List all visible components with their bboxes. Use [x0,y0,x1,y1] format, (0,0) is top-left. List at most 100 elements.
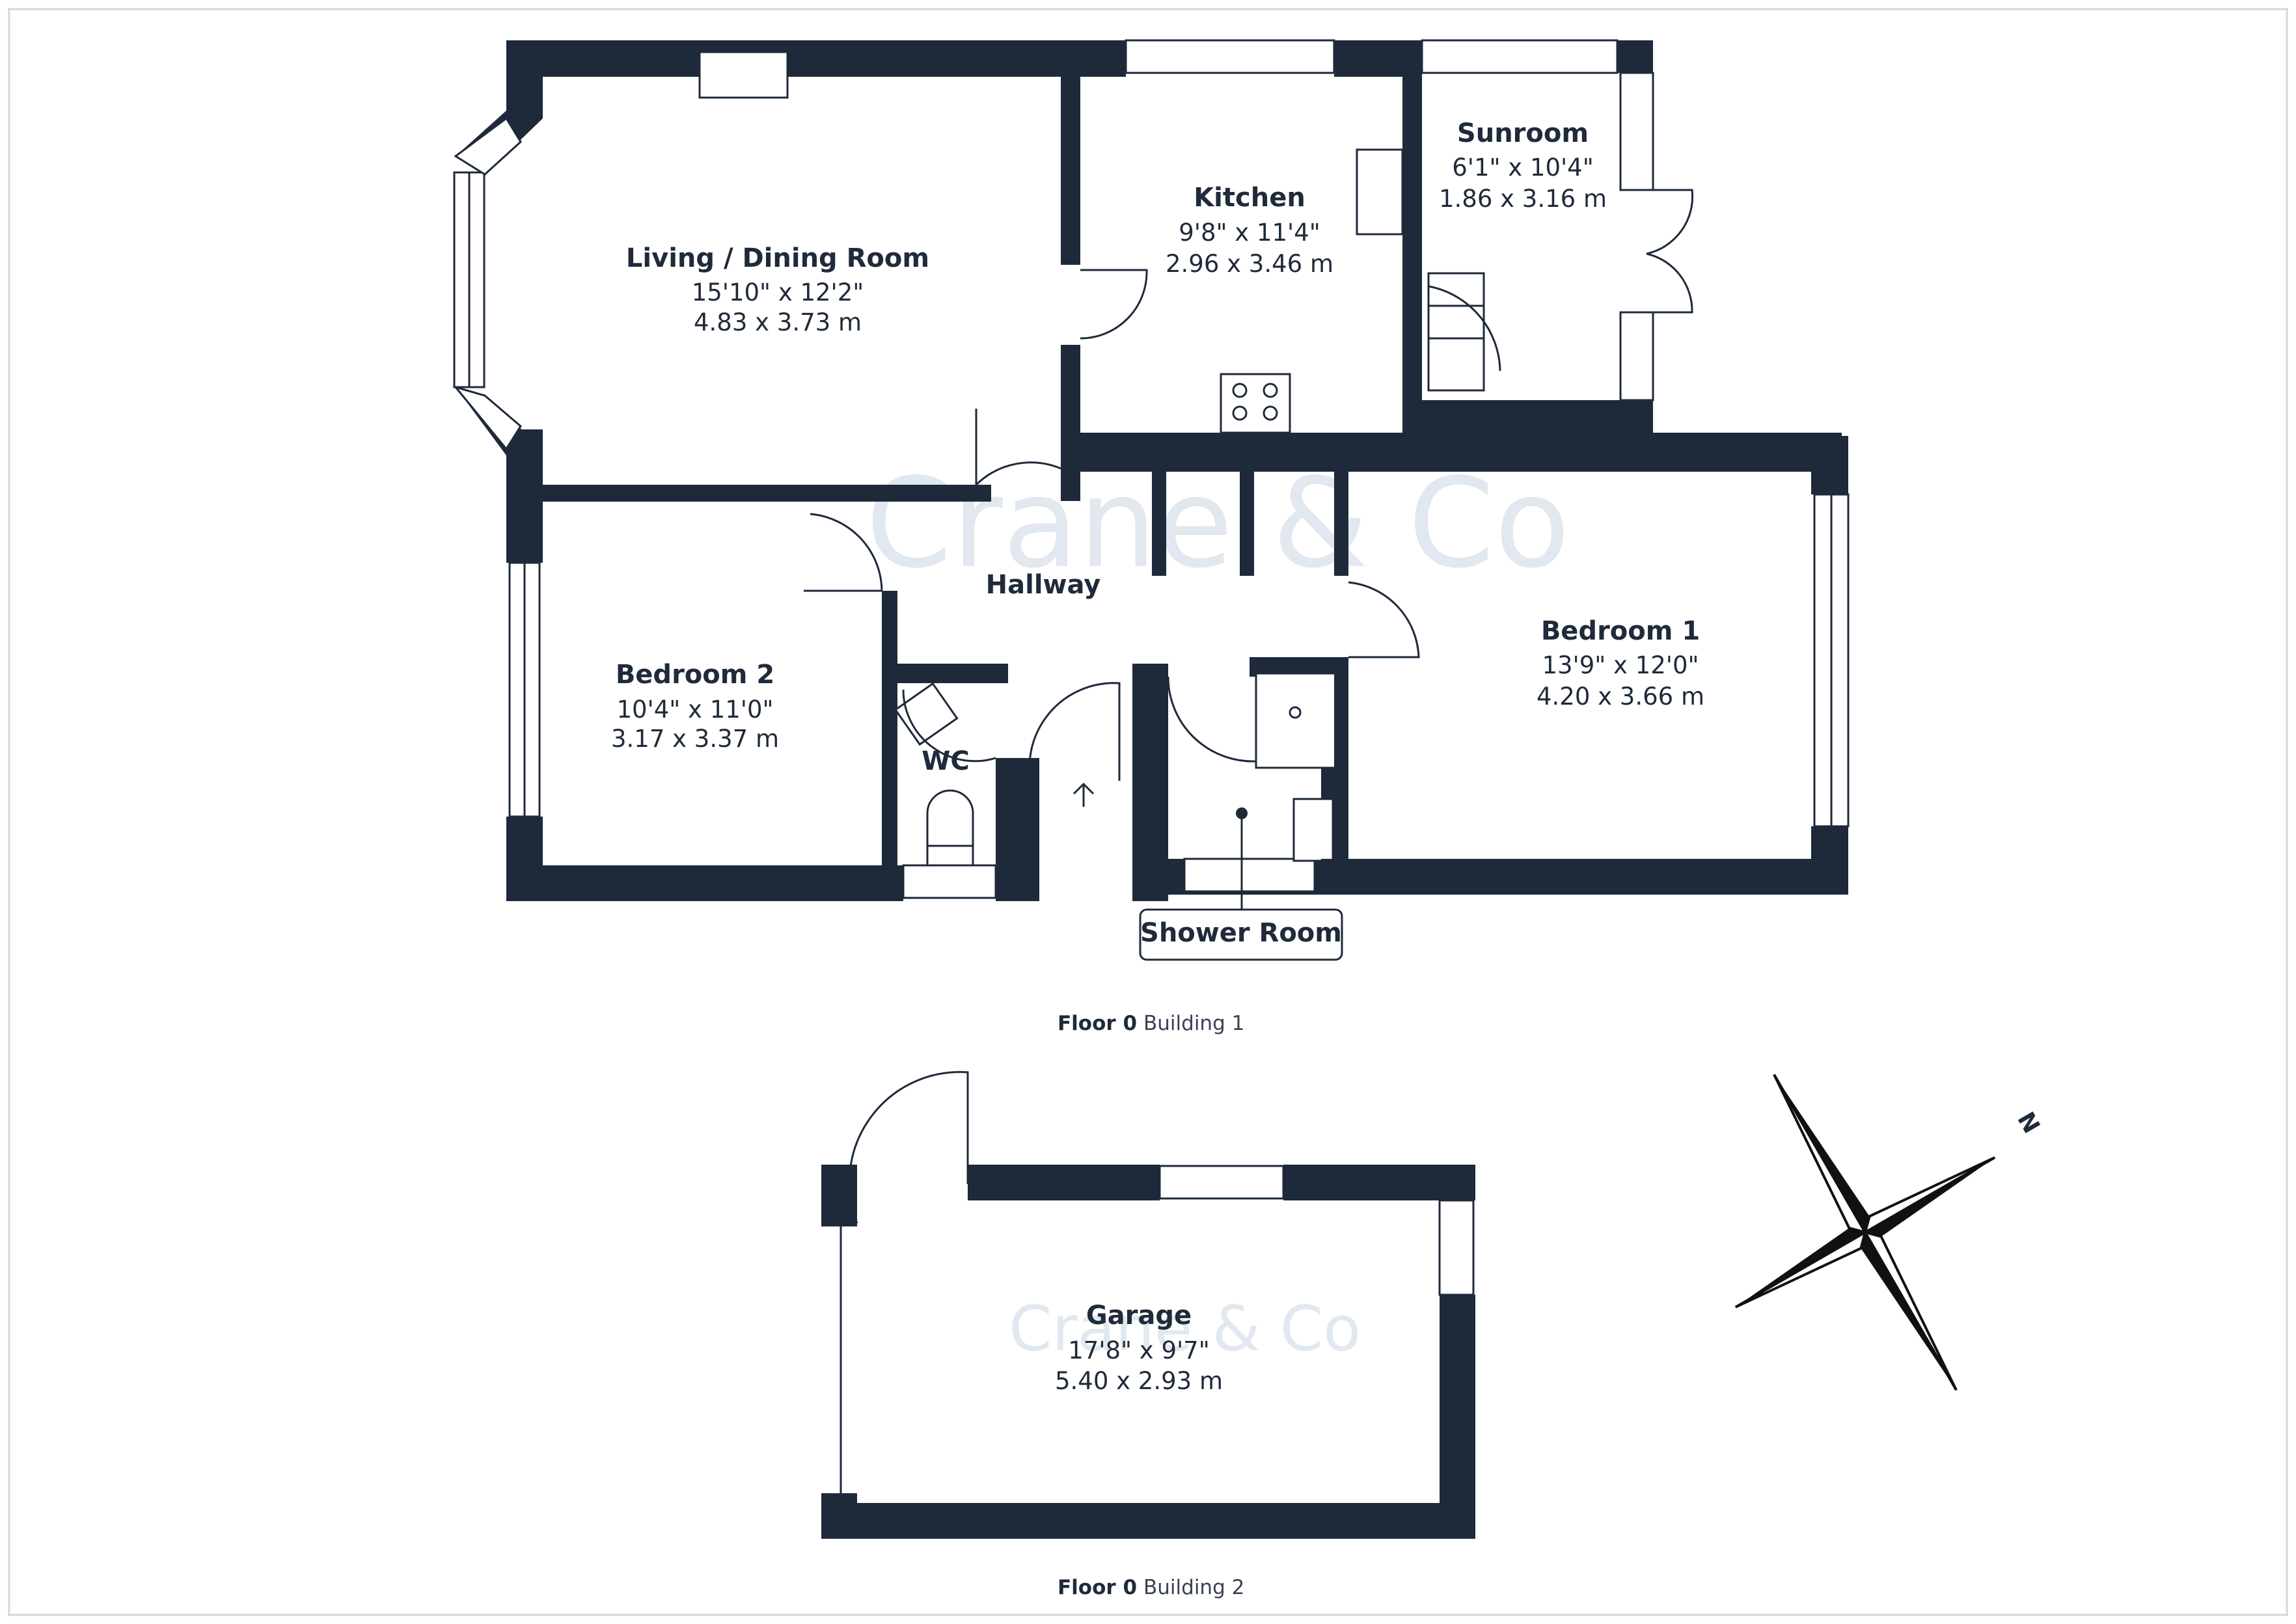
wall-bedroom1-left [1334,657,1348,872]
wall-wc-top [897,664,1008,683]
wall-bedroom1-top [1347,436,1848,472]
wall-cupboard-3 [1334,472,1348,576]
watermark: Crane & Co [866,452,1570,595]
compass-rose-icon [1734,1074,1996,1391]
chimney-breast [698,51,789,99]
garage-side-door-arc [848,1071,969,1224]
compass-north-label: N [2012,1107,2045,1138]
bedroom2-metric: 3.17 x 3.37 m [611,725,779,753]
kitchen-hob [1220,373,1291,434]
bedroom1-name: Bedroom 1 [1541,616,1700,646]
sunroom-window-top [1421,39,1619,74]
hallway-name: Hallway [986,570,1101,600]
garage-window-top [1158,1165,1285,1200]
hob-ring [1232,383,1248,398]
shower-window [1183,858,1316,893]
living-room-metric: 4.83 x 3.73 m [694,308,862,336]
bedroom2-door-arc [804,513,883,592]
sunroom-steps [1427,272,1485,392]
building-2: Crane & Co [821,1071,1475,1539]
kitchen-window [1125,39,1335,74]
sunroom-metric: 1.86 x 3.16 m [1439,185,1607,213]
sunroom-imperial: 6'1" x 10'4" [1452,154,1594,182]
caption-building-1: Floor 0 Building 1 [1058,1012,1244,1035]
sunroom-french-door-arc [1646,189,1694,255]
front-door-arc [1028,682,1121,798]
shower-door-arc [1167,676,1257,763]
wall-cupboard-2 [1240,472,1254,576]
bedroom1-metric: 4.20 x 3.66 m [1537,683,1704,710]
wall-bedroom1-right-upper [1811,436,1848,494]
caption-building-2-name: Building 2 [1143,1576,1244,1599]
wall-living-bottom [506,485,975,502]
shower-basin [1292,798,1334,862]
hob-ring [1232,405,1248,421]
kitchen-metric: 2.96 x 3.46 m [1166,250,1333,278]
sunroom-name: Sunroom [1457,118,1589,148]
bedroom1-imperial: 13'9" x 12'0" [1542,651,1699,679]
shower-tray [1255,672,1339,769]
sunroom-door-arc [1428,285,1501,372]
garage-name: Garage [1086,1301,1192,1331]
wall-garage-right [1440,1295,1475,1539]
wc-window [902,864,997,899]
wall-garage-bottom [821,1503,1475,1539]
shower-room-label-box [1139,908,1343,961]
sunroom-window-right [1619,72,1654,191]
living-room-imperial: 15'10" x 12'2" [692,278,864,306]
shower-room-name: Shower Room [1140,918,1342,948]
caption-building-1-name: Building 1 [1143,1012,1244,1035]
bedroom1-door-arc [1348,581,1420,658]
bedroom2-name: Bedroom 2 [616,660,774,690]
wall-living-kitchen [1061,40,1080,265]
entrance-arrow-head [1073,782,1095,795]
hob-ring [1263,405,1278,421]
hall-door-arc [975,409,1061,487]
wc-name: WC [922,746,969,776]
wall-living-kitchen-lower [1061,345,1080,501]
kitchen-sink [1356,148,1404,236]
wall-garage-top-left [968,1165,1160,1200]
wall-wc-right [996,758,1030,901]
page-border [8,8,2288,1616]
hob-ring [1263,383,1278,398]
bay-window-upper [454,116,522,176]
bay-window-lower [452,385,522,451]
wall-front-left [1030,758,1039,901]
wall-kitchen-top-left [1074,40,1126,77]
sunroom-french-door-arc [1646,252,1693,314]
wall-cupboard-1 [1152,472,1166,576]
wall-sunroom-top-right [1617,40,1653,73]
bedroom2-imperial: 10'4" x 11'0" [616,696,773,724]
shower-drain [1289,706,1302,719]
wall-living-top-fill [700,40,787,52]
wall-garage-left-top [821,1165,857,1226]
wall-wc-left [882,664,897,901]
living-room-name: Living / Dining Room [626,243,929,273]
caption-building-2: Floor 0 Building 2 [1058,1576,1244,1599]
garage-watermark: Crane & Co [1009,1293,1361,1365]
kitchen-name: Kitchen [1194,183,1305,213]
wall-hall-top [975,485,991,502]
kitchen-door-arc [1080,269,1148,340]
kitchen-imperial: 9'8" x 11'4" [1179,219,1320,247]
wall-bedroom2-left-upper [506,501,543,563]
wc-basin [894,682,959,746]
wall-living-left-upper [506,40,543,118]
room-labels-building-1: Living / Dining Room 15'10" x 12'2" 4.83… [611,118,1704,948]
sunroom-window-right-lower [1619,311,1654,401]
wall-bedroom1-bottom [1321,859,1848,895]
room-labels-building-2: Garage 17'8" x 9'7" 5.40 x 2.93 m [1055,1301,1223,1395]
wall-kitchen-sunroom [1402,40,1422,434]
wall-living-top [506,40,1074,77]
wall-bedroom2-bottom [506,865,903,901]
wc-door-arc [902,689,996,763]
caption-building-2-floor: Floor 0 [1058,1576,1137,1599]
caption-building-1-floor: Floor 0 [1058,1012,1137,1035]
wc-toilet [926,789,974,847]
wall-garage-top-right [1283,1165,1475,1200]
building-1: Crane & Co [452,39,1850,961]
wall-sunroom-bottom [1406,400,1653,436]
garage-imperial: 17'8" x 9'7" [1068,1336,1210,1364]
